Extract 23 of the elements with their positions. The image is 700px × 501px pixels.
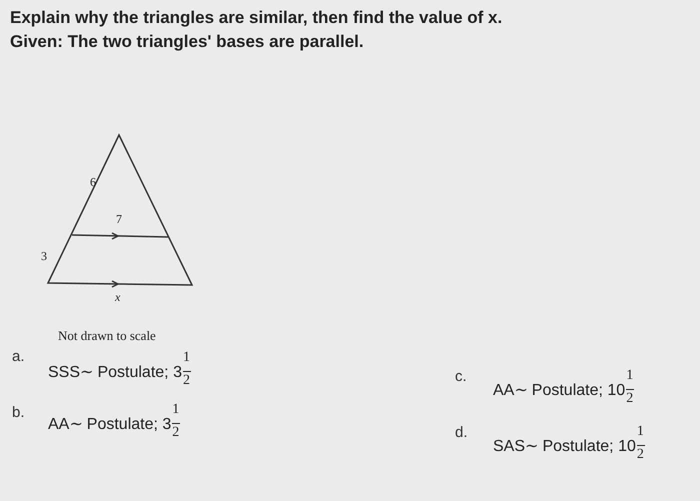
answer-text: AA∼ Postulate; 3 xyxy=(48,415,172,434)
question-title: Explain why the triangles are similar, then find the value of x. xyxy=(10,8,502,28)
fraction-denominator: 2 xyxy=(636,447,644,463)
fraction-denominator: 2 xyxy=(172,425,180,441)
side-length: x xyxy=(115,290,120,305)
fraction-numerator: 1 xyxy=(626,368,634,384)
fraction-numerator: 1 xyxy=(636,424,644,440)
option-letter: d. xyxy=(455,424,468,441)
answer-text: AA∼ Postulate; 10 xyxy=(493,381,626,400)
given-statement: Given: The two triangles' bases are parallel. xyxy=(10,32,364,52)
option-letter: c. xyxy=(455,368,467,385)
fraction-numerator: 1 xyxy=(182,350,190,366)
option-letter: b. xyxy=(12,404,25,421)
fraction-denominator: 2 xyxy=(182,373,190,389)
side-length: 3 xyxy=(41,249,47,264)
option-letter: a. xyxy=(12,348,25,365)
side-length: 7 xyxy=(116,212,122,227)
side-length: 6 xyxy=(90,175,96,190)
fraction-denominator: 2 xyxy=(626,391,634,407)
answer-text: SSS∼ Postulate; 3 xyxy=(48,363,182,382)
answer-text: SAS∼ Postulate; 10 xyxy=(493,437,636,456)
note: Not drawn to scale xyxy=(58,328,156,344)
fraction-numerator: 1 xyxy=(172,402,180,418)
